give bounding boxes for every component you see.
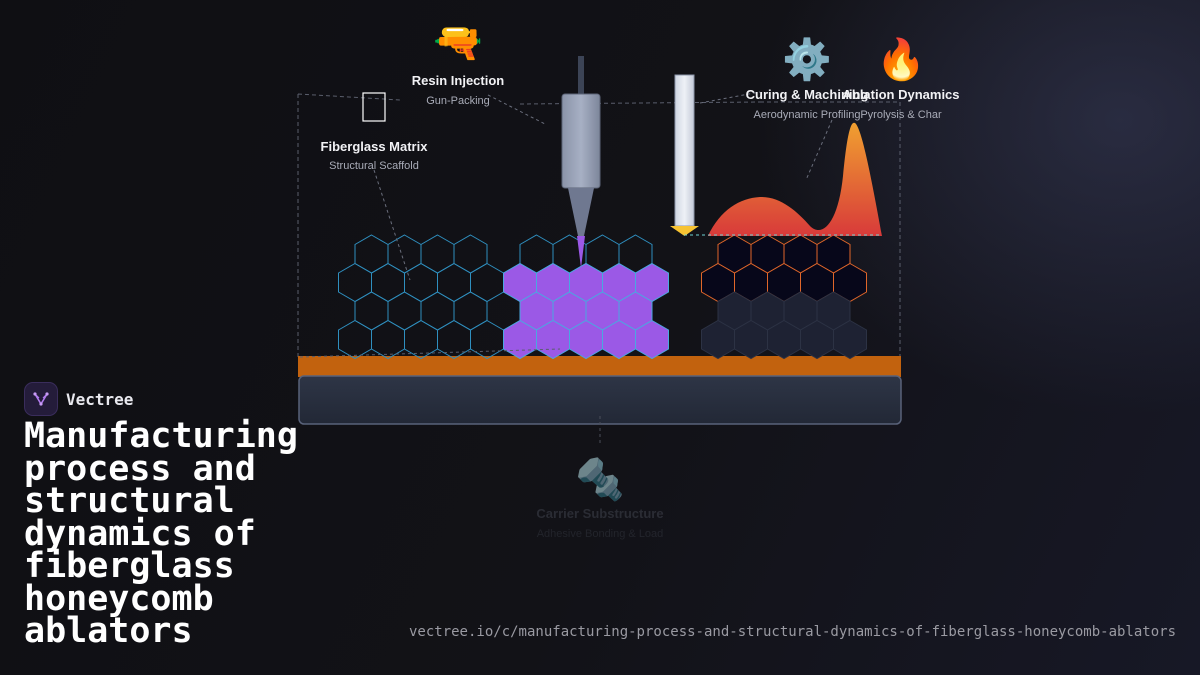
honeycomb-cell [404,262,438,303]
stage-carrier: 🔩 Carrier Substructure Adhesive Bonding … [536,456,663,540]
page-title: Manufacturing process and structural dyn… [24,416,298,651]
honeycomb-cell [437,319,471,360]
gear-icon: ⚙️ [782,36,832,83]
heat-flux-curve [708,122,882,236]
honeycomb-cell [387,234,422,274]
stage-subtitle: Pyrolysis & Char [860,109,942,121]
stage-title: Resin Injection [412,73,505,88]
honeycomb-cell [833,319,867,360]
honeycomb-cell [437,262,471,303]
leader-ablation [805,119,833,181]
stage-subtitle: Gun-Packing [426,95,490,107]
honeycomb-cell [387,291,422,331]
stage-title: Curing & Machining [746,87,869,102]
nut-and-bolt-icon: 🔩 [575,456,625,503]
brand-name: Vectree [66,389,134,409]
honeycomb-cell [354,291,389,331]
stage-fiberglass: Fiberglass Matrix Structural Scaffold [321,92,429,172]
honeycomb-cell [354,234,389,274]
stage-title: Carrier Substructure [536,506,663,521]
injection-nozzle [561,56,601,268]
leader-resin [487,94,546,125]
stage-subtitle: Structural Scaffold [329,160,419,172]
stage-title: Fiberglass Matrix [321,139,429,154]
honeycomb-cell [420,234,455,274]
honeycomb-cell [371,319,405,360]
empty-honeycomb-cells [338,234,504,360]
empty-glyph-icon [362,92,386,122]
brand: Vectree [24,382,133,416]
leader-fiberglass [373,169,411,281]
stage-ablation: 🔥 Ablation Dynamics Pyrolysis & Char [842,36,959,121]
honeycomb-cell [338,262,372,303]
vectree-logo-icon [24,382,58,416]
stage-title: Ablation Dynamics [842,87,959,102]
honeycomb-cell [371,262,405,303]
stage-subtitle: Adhesive Bonding & Load [537,528,664,540]
cured-honeycomb-cells [701,234,867,360]
stage-subtitle: Aerodynamic Profiling [754,109,861,121]
bond-layer [298,356,901,377]
resin-filled-honeycomb-cells [503,234,669,360]
water-pistol-icon: 🔫 [433,20,483,66]
honeycomb-cell [470,262,504,303]
honeycomb-cell [338,319,372,360]
panel-outline [297,93,901,357]
honeycomb-cell [470,319,504,360]
honeycomb-cell [453,234,488,274]
honeycomb-cell [635,319,669,360]
honeycomb-cell [420,291,455,331]
source-url[interactable]: vectree.io/c/manufacturing-process-and-s… [408,624,1176,640]
leader-curing [699,91,761,104]
stage-resin: 🔫 Resin Injection Gun-Packing [412,20,505,107]
fire-icon: 🔥 [876,36,926,83]
stage-curing: ⚙️ Curing & Machining Aerodynamic Profil… [746,36,869,121]
honeycomb-cell [453,291,488,331]
machining-cutter [670,74,699,236]
